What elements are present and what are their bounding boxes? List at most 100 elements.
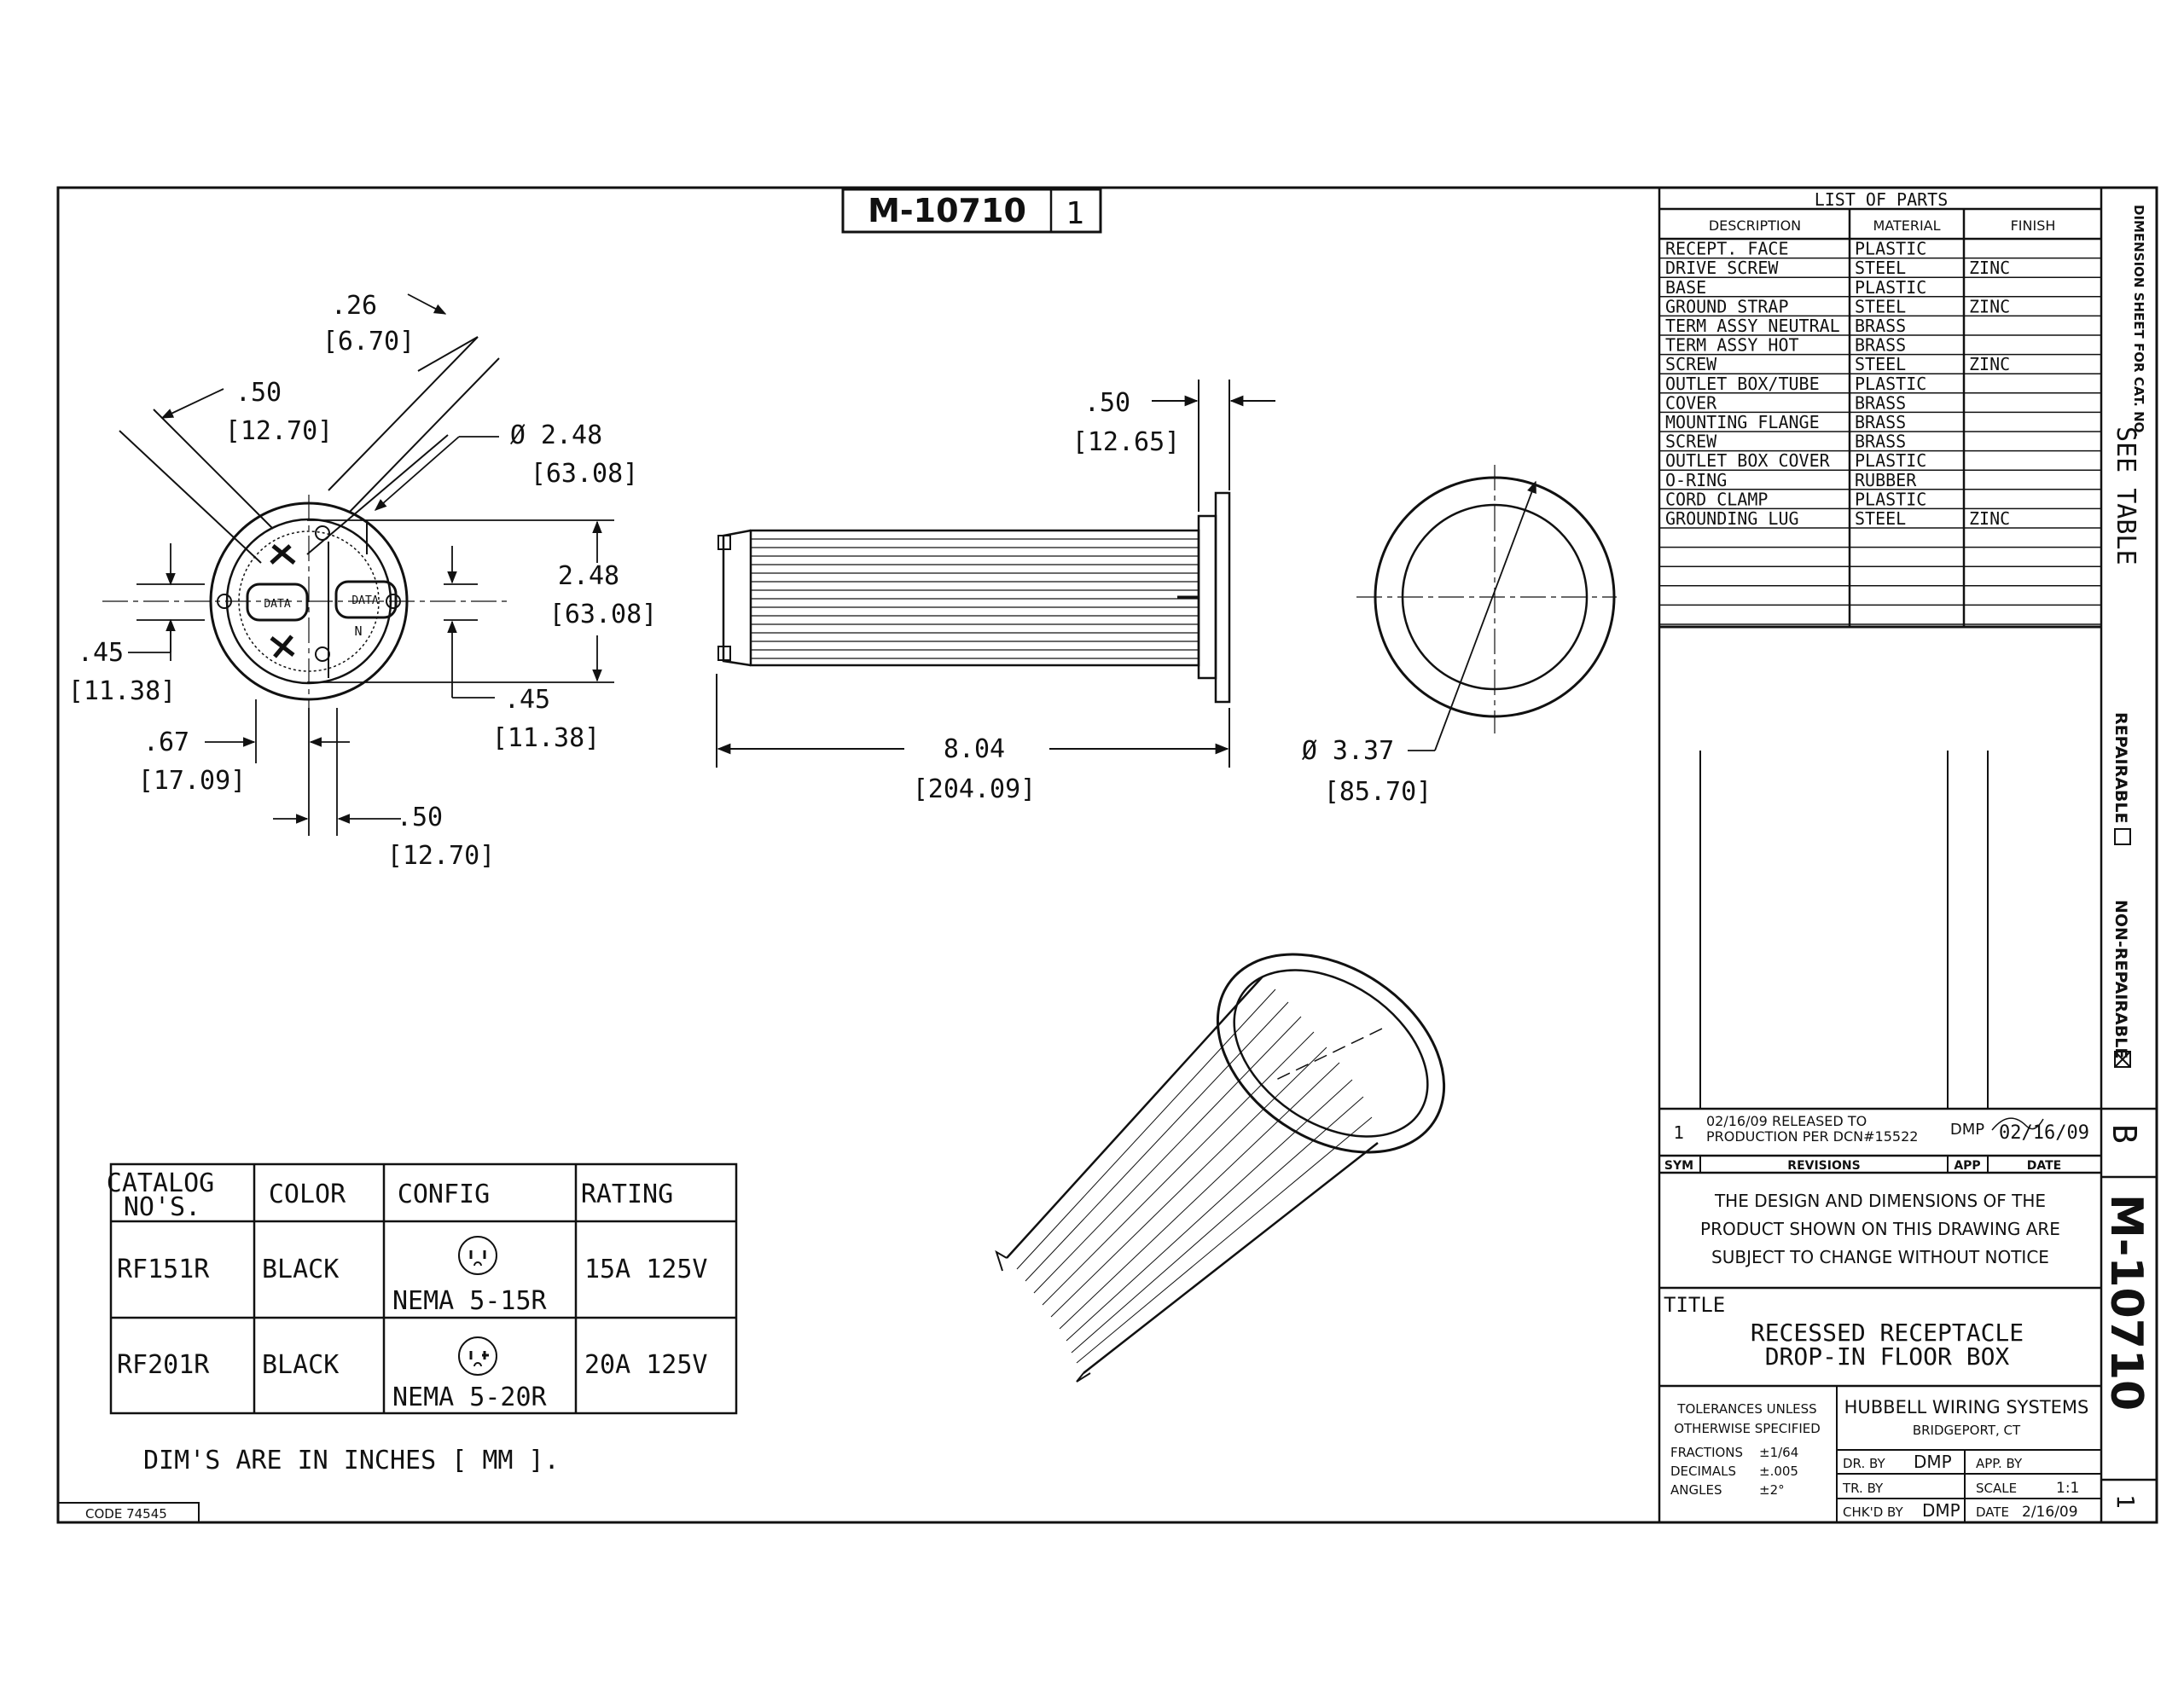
company-city: BRIDGEPORT, CT [1913,1423,2021,1438]
parts-grid [1659,238,2101,625]
parts-cell-material: PLASTIC [1855,450,1926,471]
catalog-header-config: CONFIG [398,1180,490,1209]
parts-cell-material: STEEL [1855,354,1906,374]
front-data-label-left: DATA [264,598,290,611]
parts-cell-finish: ZINC [1969,354,2010,374]
parts-cell-material: PLASTIC [1855,239,1926,259]
parts-rows: RECEPT. FACE PLASTIC DRIVE SCREW STEEL ZINC B… [1665,239,2010,529]
parts-cell-description: COVER [1665,392,1717,413]
tolerance-block [1836,1386,2101,1522]
dr-by-value: DMP [1914,1452,1952,1472]
front-n-label: N [354,623,362,639]
tolerance-line-2: OTHERWISE SPECIFIED [1674,1421,1821,1436]
parts-cell-description: OUTLET BOX/TUBE [1665,374,1820,394]
dr-by-label: DR. BY [1843,1456,1885,1471]
side-view [716,380,1275,768]
revision-header-date: DATE [2027,1159,2061,1173]
parts-cell-material: PLASTIC [1855,489,1926,509]
dim-45-right-mm: [11.38] [492,723,600,753]
code-box [57,1502,200,1523]
parts-cell-description: SCREW [1665,354,1717,374]
isometric-view [995,953,1446,1383]
dimension-sheet-label: DIMENSION SHEET FOR CAT. NO. [2131,205,2146,438]
side-sheet-number: 1 [2111,1494,2140,1509]
dim-26-mm: [6.70] [322,327,415,357]
drawing-number-box: M-10710 1 [841,188,1102,234]
app-by-label: APP. BY [1976,1456,2023,1471]
non-repairable-label: NON-REPAIRABLE [2111,900,2130,1058]
notice-line-2: PRODUCT SHOWN ON THIS DRAWING ARE [1700,1219,2060,1239]
parts-cell-material: BRASS [1855,412,1906,432]
decimals-value: ±.005 [1759,1464,1798,1479]
see-table-label: SEE TABLE [2111,426,2140,565]
parts-cell-description: GROUND STRAP [1665,296,1789,316]
revision-text-2: PRODUCTION PER DCN#15522 [1706,1128,1918,1145]
tolerance-line-1: TOLERANCES UNLESS [1676,1401,1816,1417]
parts-cell-material: STEEL [1855,296,1906,316]
parts-cell-material: PLASTIC [1855,374,1926,394]
parts-cell-finish: ZINC [1969,296,2010,316]
decimals-label: DECIMALS [1670,1464,1736,1479]
notice-line-3: SUBJECT TO CHANGE WITHOUT NOTICE [1711,1247,2049,1267]
fractions-value: ±1/64 [1759,1445,1798,1460]
scale-value: 1:1 [2056,1480,2079,1497]
chkd-by-label: CHK'D BY [1843,1504,1904,1520]
fractions-label: FRACTIONS [1670,1445,1743,1460]
drawing-border [56,186,2158,1524]
catalog-header-1b: NO'S. [124,1192,200,1222]
revision-app: DMP [1950,1121,1984,1139]
dim-50-top-mm: [12.70] [225,416,333,446]
sheet-number: 1 [1066,196,1084,231]
parts-cell-material: BRASS [1855,392,1906,413]
dim-dia-248-mm: [63.08] [531,459,638,489]
parts-cell-material: RUBBER [1855,470,1917,490]
parts-header-material: MATERIAL [1873,217,1940,234]
parts-cell-description: TERM ASSY HOT [1665,335,1799,356]
parts-header-finish: FINISH [2011,217,2056,234]
angles-label: ANGLES [1670,1482,1722,1498]
title-block-frame [1658,188,2103,1522]
revision-letter: B [2106,1124,2143,1144]
front-view [102,336,512,708]
parts-cell-finish: ZINC [1969,258,2010,278]
isometric-ribs [1016,988,1373,1364]
dim-45-left: .45 [78,638,124,668]
chkd-by-value: DMP [1922,1500,1960,1521]
repairable-checkbox[interactable] [2114,828,2131,845]
parts-cell-description: CORD CLAMP [1665,489,1768,509]
parts-cell-description: DRIVE SCREW [1665,258,1779,278]
dim-26: .26 [331,291,377,321]
catalog-row-1-color: BLACK [262,1255,339,1284]
catalog-header-rating: RATING [581,1180,673,1209]
parts-cell-description: BASE [1665,277,1706,298]
catalog-row-1-config: NEMA 5-15R [392,1286,548,1316]
dim-45-right: .45 [504,685,550,715]
revision-text-1: 02/16/09 RELEASED TO [1706,1113,1867,1129]
dim-67-mm: [17.09] [138,766,246,796]
front-dimension-lines [128,293,614,836]
catalog-row-2-config: NEMA 5-20R [392,1383,548,1412]
drawing-number: M-10710 [868,192,1026,229]
parts-cell-material: BRASS [1855,432,1906,452]
parts-cell-description: SCREW [1665,432,1717,452]
nema-5-20r-icon [458,1336,497,1376]
catalog-row-2-color: BLACK [262,1350,339,1380]
catalog-table [109,1162,738,1415]
parts-cell-description: GROUNDING LUG [1665,508,1799,529]
date-value: 2/16/09 [2022,1504,2078,1521]
nema-5-15r-icon [458,1236,497,1275]
dim-50-top: .50 [235,378,282,408]
revision-sym: 1 [1674,1122,1685,1143]
parts-cell-description: RECEPT. FACE [1665,239,1789,259]
parts-header-description: DESCRIPTION [1709,217,1801,234]
parts-cell-description: MOUNTING FLANGE [1665,412,1820,432]
dim-50-bottom: .50 [397,803,443,832]
dim-dia-337-mm: [85.70] [1324,777,1432,807]
revision-header-sym: SYM [1664,1159,1693,1173]
dim-dia-337: Ø 3.37 [1302,736,1394,766]
dim-67: .67 [143,728,189,757]
non-repairable-checkbox[interactable] [2114,1051,2131,1068]
tr-by-label: TR. BY [1842,1481,1884,1496]
revision-header-revisions: REVISIONS [1787,1159,1860,1173]
